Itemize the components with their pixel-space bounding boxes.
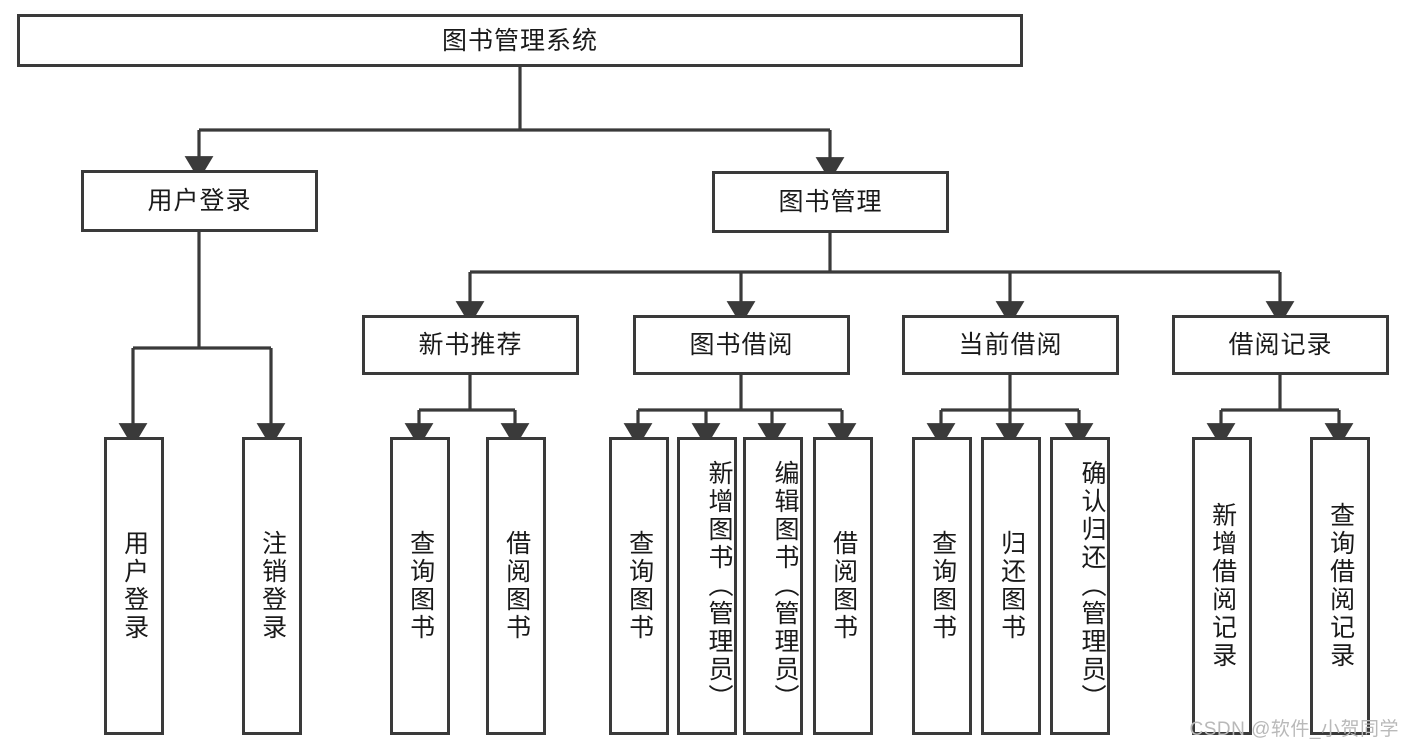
node-leaf-logout-label: 注销登录 <box>258 530 287 642</box>
node-book-borrow[interactable]: 图书借阅 <box>633 315 850 375</box>
node-current-borrow-label: 当前借阅 <box>958 331 1063 359</box>
node-leaf-confirm-return-admin-label: 确认归还（管理员） <box>1078 460 1106 712</box>
node-new-book-recommend-label: 新书推荐 <box>418 331 523 359</box>
node-leaf-confirm-return-admin[interactable]: 确认归还（管理员） <box>1050 437 1110 735</box>
node-root-system[interactable]: 图书管理系统 <box>17 14 1023 67</box>
node-leaf-return-book[interactable]: 归还图书 <box>981 437 1041 735</box>
node-book-management-label: 图书管理 <box>778 188 883 216</box>
node-leaf-borrow-book-recommend-label: 借阅图书 <box>502 530 531 642</box>
node-new-book-recommend[interactable]: 新书推荐 <box>362 315 579 375</box>
node-leaf-query-book-current-label: 查询图书 <box>928 530 957 642</box>
node-leaf-logout[interactable]: 注销登录 <box>242 437 302 735</box>
node-current-borrow[interactable]: 当前借阅 <box>902 315 1119 375</box>
node-leaf-add-borrow-record-label: 新增借阅记录 <box>1208 502 1237 670</box>
node-user-login[interactable]: 用户登录 <box>81 170 318 232</box>
node-borrow-record[interactable]: 借阅记录 <box>1172 315 1389 375</box>
node-leaf-query-book-borrow-label: 查询图书 <box>625 530 654 642</box>
node-leaf-query-borrow-record[interactable]: 查询借阅记录 <box>1310 437 1370 735</box>
node-leaf-borrow-book-recommend[interactable]: 借阅图书 <box>486 437 546 735</box>
node-leaf-borrow-book-label: 借阅图书 <box>829 530 858 642</box>
node-user-login-label: 用户登录 <box>147 187 252 215</box>
node-leaf-add-book-admin-label: 新增图书（管理员） <box>705 460 733 712</box>
node-borrow-record-label: 借阅记录 <box>1228 331 1333 359</box>
node-leaf-query-book-recommend-label: 查询图书 <box>406 530 435 642</box>
node-leaf-query-book-current[interactable]: 查询图书 <box>912 437 972 735</box>
node-leaf-query-book-recommend[interactable]: 查询图书 <box>390 437 450 735</box>
node-leaf-user-login[interactable]: 用户登录 <box>104 437 164 735</box>
node-root-system-label: 图书管理系统 <box>441 26 598 55</box>
node-leaf-edit-book-admin[interactable]: 编辑图书（管理员） <box>743 437 803 735</box>
node-leaf-user-login-label: 用户登录 <box>120 530 149 642</box>
node-leaf-add-borrow-record[interactable]: 新增借阅记录 <box>1192 437 1252 735</box>
node-leaf-query-borrow-record-label: 查询借阅记录 <box>1326 502 1355 670</box>
node-leaf-return-book-label: 归还图书 <box>997 530 1026 642</box>
node-leaf-query-book-borrow[interactable]: 查询图书 <box>609 437 669 735</box>
watermark-text: CSDN @软件_小贺同学 <box>1189 719 1399 740</box>
node-leaf-borrow-book[interactable]: 借阅图书 <box>813 437 873 735</box>
node-book-borrow-label: 图书借阅 <box>689 331 794 359</box>
node-leaf-edit-book-admin-label: 编辑图书（管理员） <box>771 460 799 712</box>
node-leaf-add-book-admin[interactable]: 新增图书（管理员） <box>677 437 737 735</box>
node-book-management[interactable]: 图书管理 <box>712 171 949 233</box>
